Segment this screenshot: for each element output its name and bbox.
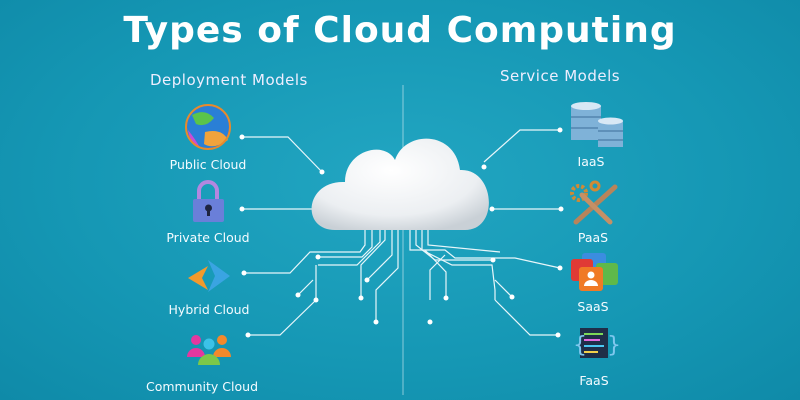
community-cloud-label: Community Cloud xyxy=(145,379,259,394)
deployment-models-heading: Deployment Models xyxy=(150,71,308,89)
public-cloud-label: Public Cloud xyxy=(169,157,247,172)
paas-label: PaaS xyxy=(577,230,609,245)
gear-wrench-icon xyxy=(570,180,618,225)
svg-text:{: { xyxy=(573,333,587,358)
faas-label: FaaS xyxy=(579,373,609,388)
database-servers-icon xyxy=(571,102,623,147)
people-group-icon xyxy=(187,335,231,365)
code-braces-icon: {} xyxy=(573,328,621,358)
padlock-icon xyxy=(193,180,224,222)
private-cloud-label: Private Cloud xyxy=(166,230,250,245)
saas-label: SaaS xyxy=(577,299,609,314)
hybrid-cloud-label: Hybrid Cloud xyxy=(168,302,250,317)
svg-text:}: } xyxy=(607,333,621,358)
connector-dots xyxy=(239,127,564,338)
central-cloud-icon xyxy=(311,138,489,230)
iaas-label: IaaS xyxy=(577,154,605,169)
hybrid-arrows-icon xyxy=(188,260,230,292)
app-tiles-icon xyxy=(571,253,618,291)
service-models-heading: Service Models xyxy=(500,67,621,85)
globe-icon xyxy=(185,104,231,150)
page-title: Types of Cloud Computing xyxy=(123,10,677,51)
connector-lines xyxy=(242,129,561,336)
